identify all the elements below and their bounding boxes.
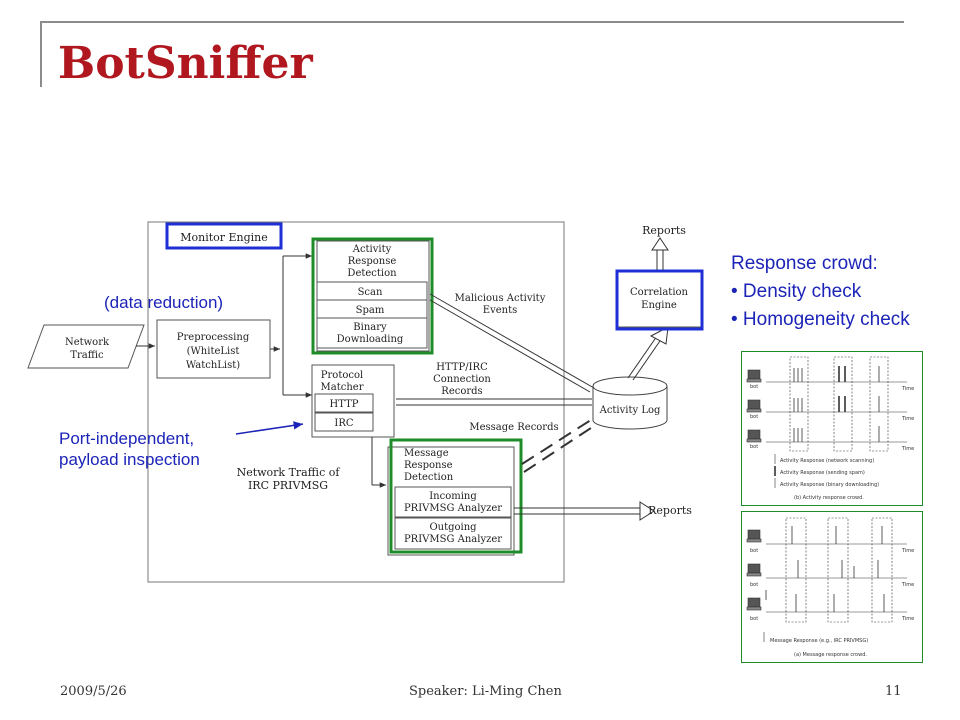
- connection-line1: HTTP/IRC: [436, 362, 488, 373]
- data-reduction-note: (data reduction): [104, 293, 224, 312]
- message-bot-label-1: bot: [750, 548, 758, 554]
- activity-time-label-1: Time: [901, 386, 914, 392]
- footer-date: 2009/5/26: [60, 684, 127, 699]
- message-highlight: [389, 438, 523, 554]
- log-to-correlation-a: [627, 335, 658, 379]
- response-crowd-note: Response crowd: • Density check • Homoge…: [731, 250, 910, 334]
- activity-bot-label-2: bot: [750, 414, 758, 420]
- incoming-box: [394, 486, 512, 518]
- message-crowd-plot: [746, 517, 907, 642]
- reports-top-label: Reports: [642, 224, 686, 237]
- message-bot-label-2: bot: [750, 582, 758, 588]
- activity-legend-2: Activity Response (sending spam): [780, 470, 865, 476]
- malicious-arrow-a: [429, 293, 595, 389]
- log-to-correlation-head: [649, 326, 669, 345]
- activity-legend-1: Activity Response (network scanning): [780, 458, 874, 464]
- correlation-engine-box: [616, 269, 702, 328]
- footer-speaker: Speaker: Li-Ming Chen: [409, 684, 562, 699]
- activity-crowd-plot: [746, 356, 907, 488]
- reports-bottom-label: Reports: [648, 504, 692, 517]
- outgoing-box: [394, 517, 512, 550]
- activity-bot-label-3: bot: [750, 444, 758, 450]
- message-caption: (a) Message response crowd.: [794, 652, 867, 658]
- reports-top-head: [651, 237, 669, 251]
- slide-frame-left: [40, 21, 42, 87]
- outgoing-line2: PRIVMSG Analyzer: [404, 534, 502, 545]
- protocol-line2: Matcher: [321, 382, 364, 393]
- message-bot-label-3: bot: [750, 616, 758, 622]
- slide-title: BotSniffer: [58, 38, 313, 89]
- correlation-line2: Engine: [641, 300, 677, 311]
- activity-time-label-2: Time: [901, 416, 914, 422]
- irc-label: IRC: [334, 418, 353, 429]
- connection-line3: Records: [441, 386, 482, 397]
- message-records-dash-b: [523, 425, 595, 473]
- log-to-correlation-b: [632, 337, 663, 381]
- malicious-line2: Events: [483, 305, 517, 316]
- incoming-line2: PRIVMSG Analyzer: [404, 503, 502, 514]
- activity-legend-3: Activity Response (binary downloading): [780, 482, 879, 488]
- binary-line1: Binary: [353, 322, 387, 333]
- preprocessing-line1: Preprocessing: [177, 332, 250, 343]
- irc-traffic-line2: IRC PRIVMSG: [248, 479, 328, 492]
- connection-line2: Connection: [433, 374, 491, 385]
- activity-time-label-3: Time: [901, 446, 914, 452]
- outgoing-line1: Outgoing: [429, 522, 477, 533]
- message-line2: Response: [404, 460, 453, 471]
- port-independent-line2: payload inspection: [59, 450, 200, 469]
- network-traffic-shape: [27, 324, 145, 369]
- message-records-label: Message Records: [469, 422, 558, 433]
- slide-frame-top: [40, 21, 904, 23]
- malicious-line1: Malicious Activity: [455, 293, 546, 304]
- activity-log-top: [592, 376, 668, 396]
- protocol-line1: Protocol: [321, 370, 363, 381]
- binary-box: [316, 317, 428, 349]
- activity-log-label: Activity Log: [599, 405, 661, 416]
- preprocessing-line2: (WhiteList: [187, 346, 240, 357]
- monitor-engine-highlight: [165, 222, 283, 250]
- message-line1: Message: [404, 448, 449, 459]
- binary-line2: Downloading: [337, 334, 404, 345]
- activity-crowd-figure: bot bot bot Time Time Time Activity Resp…: [741, 351, 923, 506]
- incoming-line1: Incoming: [429, 491, 477, 502]
- http-box: [314, 393, 374, 413]
- activity-line2: Response: [348, 256, 397, 267]
- activity-highlight: [311, 237, 434, 355]
- message-time-label-2: Time: [901, 582, 914, 588]
- spam-label: Spam: [356, 305, 385, 316]
- footer-page-number: 11: [885, 684, 902, 699]
- preprocessing-line3: WatchList): [186, 360, 240, 371]
- network-traffic-line1: Network: [65, 337, 110, 348]
- response-crowd-title: Response crowd:: [731, 253, 878, 274]
- message-line3: Detection: [404, 472, 454, 483]
- correlation-highlight: [615, 269, 704, 331]
- activity-caption: (b) Activity response crowd.: [794, 495, 864, 501]
- monitor-engine-label: Monitor Engine: [180, 231, 268, 244]
- irc-box: [314, 412, 374, 432]
- port-independent-note: Port-independent, payload inspection: [59, 428, 200, 470]
- message-time-label-1: Time: [901, 548, 914, 554]
- activity-line3: Detection: [347, 268, 397, 279]
- homogeneity-check-item: • Homogeneity check: [731, 309, 910, 330]
- port-independent-line1: Port-independent,: [59, 429, 195, 448]
- scan-label: Scan: [358, 287, 383, 298]
- message-time-label-3: Time: [901, 616, 914, 622]
- correlation-line1: Correlation: [630, 287, 689, 298]
- reports-bottom-head: [639, 501, 655, 521]
- port-independent-pointer: [235, 421, 304, 435]
- http-label: HTTP: [330, 399, 359, 410]
- message-legend: Message Response (e.g., IRC PRIVMSG): [770, 638, 868, 644]
- message-crowd-figure: bot bot bot Time Time Time Message Respo…: [741, 511, 923, 663]
- activity-log-cylinder: [592, 386, 668, 430]
- activity-line1: Activity: [352, 244, 392, 255]
- activity-bot-label-1: bot: [750, 384, 758, 390]
- density-check-item: • Density check: [731, 281, 862, 302]
- malicious-arrow-b: [429, 299, 591, 393]
- irc-traffic-line1: Network Traffic of: [237, 466, 341, 479]
- network-traffic-line2: Traffic: [70, 350, 104, 361]
- message-records-dash-a: [521, 417, 595, 465]
